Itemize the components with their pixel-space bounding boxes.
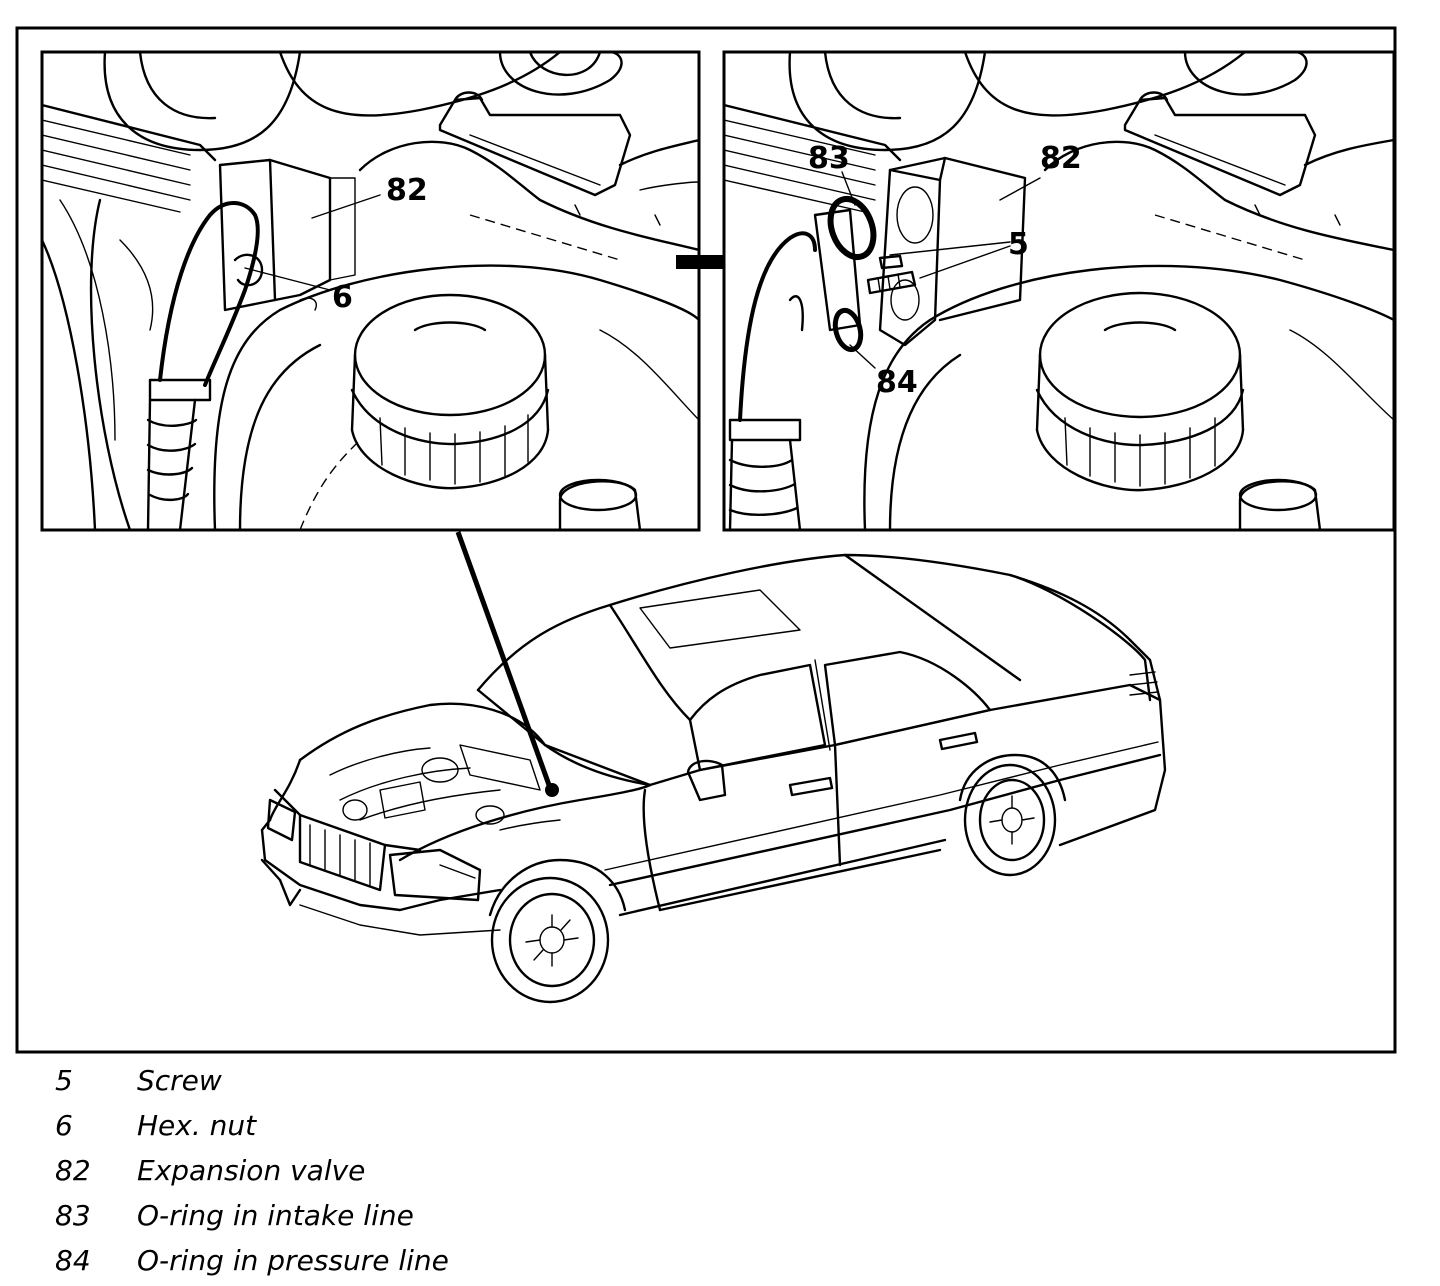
legend-item: 83 O-ring in intake line [55, 1193, 449, 1238]
right-engine-drawing [724, 52, 1394, 530]
legend-number: 6 [55, 1109, 73, 1142]
left-engine-drawing [42, 52, 699, 530]
location-pointer [455, 531, 552, 786]
legend-item: 84 O-ring in pressure line [55, 1238, 449, 1283]
legend-description: Screw [137, 1064, 222, 1097]
callout-84: 84 [876, 365, 918, 400]
legend-number: 83 [55, 1199, 91, 1232]
callout-83: 83 [808, 141, 850, 176]
location-dot [545, 783, 559, 797]
legend-number: 82 [55, 1154, 91, 1187]
legend-item: 6 Hex. nut [55, 1103, 449, 1148]
legend-description: Hex. nut [137, 1109, 257, 1142]
legend-item: 5 Screw [55, 1058, 449, 1103]
car-illustration [260, 553, 1167, 1004]
legend-number: 5 [55, 1064, 73, 1097]
right-detail-panel: 83 82 5 84 [722, 50, 1396, 532]
left-detail-panel: 82 6 [40, 50, 701, 532]
callout-82-right: 82 [1040, 141, 1082, 176]
outer-frame [15, 26, 1397, 1054]
legend-description: O-ring in intake line [137, 1199, 414, 1232]
legend-description: Expansion valve [137, 1154, 366, 1187]
figure: 82 6 [15, 26, 1397, 1054]
legend-item: 82 Expansion valve [55, 1148, 449, 1193]
callout-6: 6 [332, 280, 353, 315]
left-panel-border [40, 50, 701, 532]
callout-82-left: 82 [386, 173, 428, 208]
legend-number: 84 [55, 1244, 91, 1277]
callout-5: 5 [1008, 227, 1029, 262]
legend-description: O-ring in pressure line [137, 1244, 449, 1277]
